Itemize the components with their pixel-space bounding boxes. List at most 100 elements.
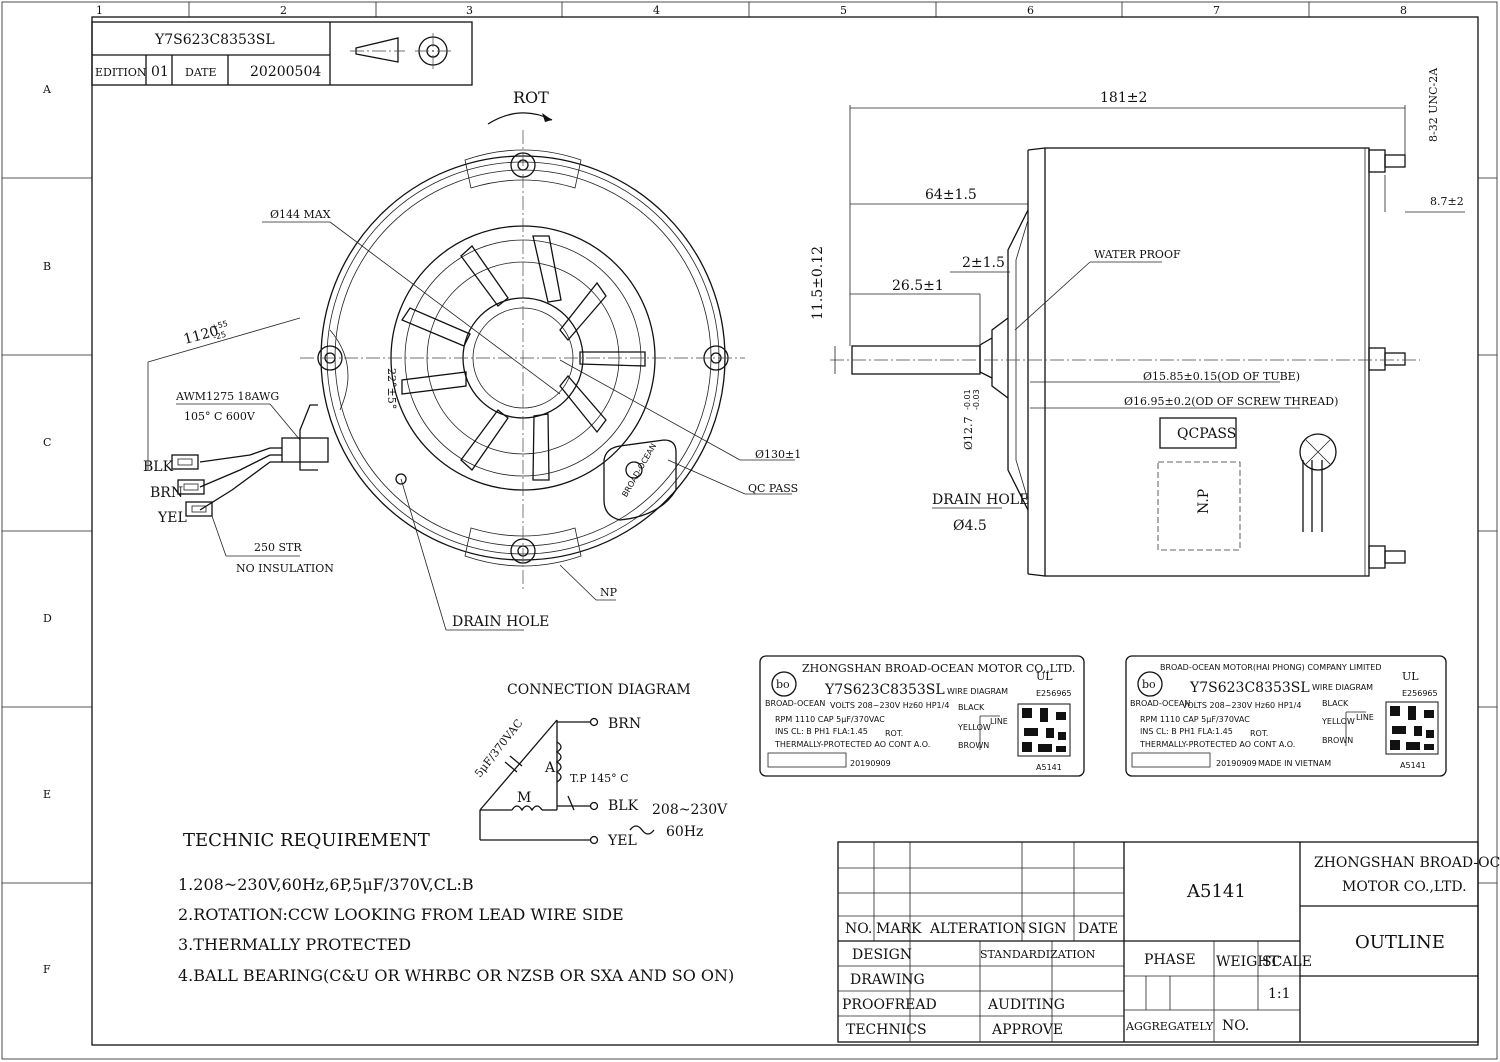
np1-wire-diagram: WIRE DIAGRAM xyxy=(947,687,1008,696)
tb-approve: APPROVE xyxy=(991,1022,1063,1038)
barcode-icon xyxy=(1131,752,1211,768)
np1-black: BLACK xyxy=(958,703,985,712)
qcpass-box: QCPASS xyxy=(1177,426,1236,442)
bolt-circle: Ø130±1 xyxy=(755,448,801,461)
col-label-2: 2 xyxy=(280,4,287,17)
coil-a-label: A xyxy=(544,760,556,776)
column-markers: 1 2 3 4 5 6 7 8 xyxy=(96,2,1407,17)
np2-made-in: MADE IN VIETNAM xyxy=(1258,759,1331,768)
requirement-1: 1.208~230V,60Hz,6P,5μF/370V,CL:B xyxy=(178,875,474,894)
tb-design: DESIGN xyxy=(852,947,912,963)
tb-sign: SIGN xyxy=(1028,921,1067,937)
np2-model: Y7S623C8353SL xyxy=(1189,680,1310,696)
conn-brn: BRN xyxy=(608,716,641,732)
row-label-a: A xyxy=(42,83,52,96)
cap-label: 5μF/370VAC xyxy=(472,717,525,780)
tb-mark: MARK xyxy=(876,921,922,937)
rot-label: ROT xyxy=(513,88,549,107)
conn-volts: 208~230V xyxy=(652,802,728,818)
tb-drawing: DRAWING xyxy=(850,972,925,988)
part-number: Y7S623C8353SL xyxy=(154,32,275,48)
np2-code: A5141 xyxy=(1400,761,1426,770)
col-label-8: 8 xyxy=(1400,4,1407,17)
stud-icon xyxy=(1368,149,1406,569)
wire-yel-label: YEL xyxy=(157,510,187,526)
np1-rpm: RPM 1110 CAP 5μF/370VAC xyxy=(775,715,885,724)
tb-outline: OUTLINE xyxy=(1355,932,1445,953)
np2-thermal: THERMALLY-PROTECTED AO CONT A.O. xyxy=(1139,740,1295,749)
np1-brown: BROWN xyxy=(958,741,989,750)
connection-title: CONNECTION DIAGRAM xyxy=(507,682,691,698)
row-label-e: E xyxy=(43,788,51,801)
np2-ins: INS CL: B PH1 FLA:1.45 xyxy=(1140,727,1233,736)
np1-line: LINE xyxy=(990,717,1008,726)
col-label-6: 6 xyxy=(1027,4,1034,17)
np-label: NP xyxy=(600,586,618,599)
np2-black: BLACK xyxy=(1322,699,1349,708)
broad-ocean-logo-icon: bo xyxy=(1137,671,1163,697)
tb-company-1: ZHONGSHAN BROAD-OCEAN xyxy=(1314,855,1500,871)
np2-volts: VOLTS 208~230V Hz60 HP1/4 xyxy=(1182,701,1301,710)
edition-value: 01 xyxy=(151,64,169,80)
np1-ins: INS CL: B PH1 FLA:1.45 xyxy=(775,727,868,736)
strip-length: 250 STR xyxy=(254,541,302,554)
tb-alteration: ALTERATION xyxy=(929,921,1026,937)
np1-cert: E256965 xyxy=(1036,689,1072,698)
body-offset: 64±1.5 xyxy=(925,187,977,203)
side-drain-dia: Ø4.5 xyxy=(953,518,987,534)
np2-wire-diagram: WIRE DIAGRAM xyxy=(1312,683,1373,692)
nameplate-1: bo ZHONGSHAN BROAD-OCEAN MOTOR CO.,LTD. … xyxy=(759,655,1085,777)
requirement-2: 2.ROTATION:CCW LOOKING FROM LEAD WIRE SI… xyxy=(178,905,624,924)
np2-brown: BROWN xyxy=(1322,736,1353,745)
ul-mark-icon: UL xyxy=(1036,670,1053,683)
water-proof: WATER PROOF xyxy=(1094,248,1181,261)
rotation-arrow-icon xyxy=(487,112,553,125)
np1-volts: VOLTS 208~230V Hz60 HP1/4 xyxy=(830,701,949,710)
angle-label: 22°±5° xyxy=(385,368,398,409)
shaft-flat: 2±1.5 xyxy=(962,255,1005,271)
wire-temp: 105° C 600V xyxy=(184,410,256,423)
tb-auditing: AUDITING xyxy=(987,997,1065,1013)
tb-company-2: MOTOR CO.,LTD. xyxy=(1342,879,1467,895)
np1-company: ZHONGSHAN BROAD-OCEAN MOTOR CO.,LTD. xyxy=(802,662,1075,675)
svg-text:bo: bo xyxy=(1142,678,1156,691)
np1-thermal: THERMALLY-PROTECTED AO CONT A.O. xyxy=(774,740,930,749)
lead-tol-plus: +55 xyxy=(210,319,229,332)
requirements-title: TECHNIC REQUIREMENT xyxy=(183,830,430,851)
tb-standardization: STANDARDIZATION xyxy=(980,948,1096,961)
tb-scale: 1:1 xyxy=(1268,986,1291,1002)
qc-pass-label: QC PASS xyxy=(748,482,798,495)
stud-thread: 8-32 UNC-2A xyxy=(1427,67,1440,142)
edition-label: EDITION xyxy=(95,66,147,79)
col-label-7: 7 xyxy=(1213,4,1220,17)
wire-spec: AWM1275 18AWG xyxy=(175,390,279,403)
shaft-dia-tol-b: -0.03 xyxy=(972,389,981,410)
lead-tol-minus: -25 xyxy=(212,330,227,342)
requirement-4: 4.BALL BEARING(C&U OR WHRBC OR NZSB OR S… xyxy=(178,966,734,985)
row-markers: A B C D E F xyxy=(2,83,1497,976)
np2-date: 20190909 xyxy=(1216,759,1257,768)
screw-od: Ø16.95±0.2(OD OF SCREW THREAD) xyxy=(1124,395,1338,408)
np-box: N.P xyxy=(1196,489,1212,514)
side-drain-hole: DRAIN HOLE xyxy=(932,492,1029,508)
tb-drawing-no: A5141 xyxy=(1186,881,1246,902)
col-label-5: 5 xyxy=(840,4,847,17)
broad-ocean-logo-icon: bo xyxy=(771,671,797,697)
col-label-3: 3 xyxy=(466,4,473,17)
np1-rot: ROT. xyxy=(885,729,903,738)
tb-technics: TECHNICS xyxy=(846,1022,927,1038)
conn-hz: 60Hz xyxy=(666,824,703,840)
np2-yellow: YELLOW xyxy=(1321,717,1355,726)
shaft-length: 26.5±1 xyxy=(892,278,944,294)
front-view: ROT xyxy=(143,88,801,631)
tb-weight: WEIGHT xyxy=(1216,954,1280,970)
tb-proofread: PROOFREAD xyxy=(842,997,937,1013)
tp-label: T.P 145° C xyxy=(570,772,629,785)
conn-blk: BLK xyxy=(608,798,639,814)
row-label-d: D xyxy=(43,612,52,625)
dia-max: Ø144 MAX xyxy=(270,208,331,221)
np1-code: A5141 xyxy=(1036,763,1062,772)
datamatrix-icon xyxy=(1385,701,1439,755)
tb-scale-label: SCALE xyxy=(1262,954,1312,970)
